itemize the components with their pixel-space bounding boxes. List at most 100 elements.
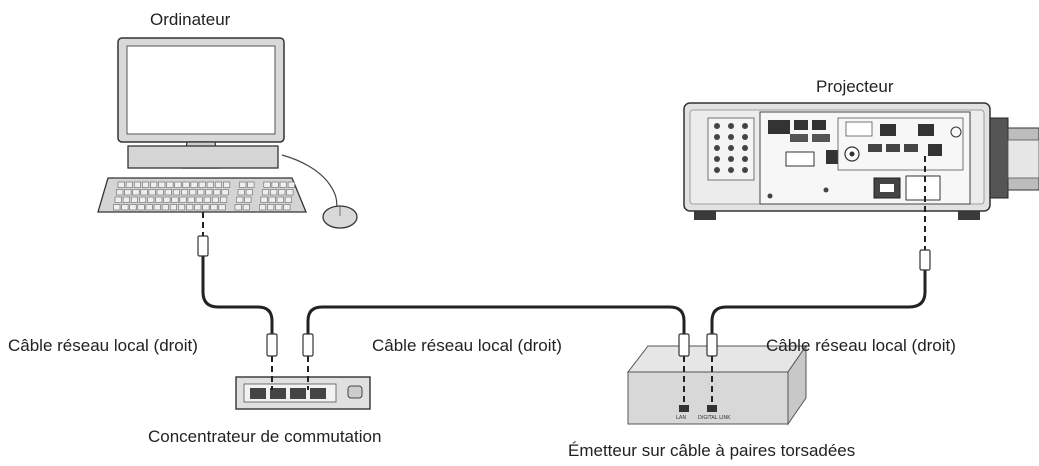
lan-port bbox=[679, 405, 689, 412]
keyboard-key bbox=[147, 196, 155, 203]
keyboard-key bbox=[145, 204, 153, 211]
keyboard-key bbox=[178, 204, 186, 211]
keyboard-key bbox=[139, 196, 147, 203]
keyboard-key bbox=[133, 181, 141, 188]
hub-port bbox=[310, 388, 326, 399]
control-button bbox=[714, 134, 720, 140]
keyboard-key bbox=[220, 196, 228, 203]
keyboard-key bbox=[247, 181, 255, 188]
switching-hub-illustration bbox=[235, 376, 371, 410]
keyboard-key bbox=[263, 181, 271, 188]
keyboard-key bbox=[223, 181, 231, 188]
keyboard-key bbox=[242, 204, 250, 211]
keyboard-key bbox=[244, 196, 252, 203]
control-button bbox=[728, 145, 734, 151]
control-button bbox=[728, 167, 734, 173]
terminal-port bbox=[812, 120, 826, 130]
keyboard-key bbox=[245, 189, 253, 196]
digital-link-port bbox=[707, 405, 717, 412]
rj45-plug bbox=[302, 333, 314, 357]
keyboard-key bbox=[214, 181, 222, 188]
keyboard-key bbox=[117, 181, 125, 188]
keyboard-key bbox=[132, 189, 140, 196]
keyboard-key bbox=[179, 196, 187, 203]
control-button bbox=[714, 123, 720, 129]
keyboard-key bbox=[221, 189, 229, 196]
rj45-plug bbox=[919, 249, 931, 271]
monitor-screen bbox=[126, 45, 276, 135]
keyboard-key bbox=[166, 181, 174, 188]
control-button bbox=[742, 167, 748, 173]
keyboard-key bbox=[271, 181, 279, 188]
keyboard-key bbox=[261, 189, 270, 196]
rj45-plug bbox=[706, 333, 718, 357]
terminal-port bbox=[904, 144, 918, 152]
keyboard-key bbox=[206, 181, 214, 188]
keyboard-key bbox=[210, 204, 218, 211]
mouse-cable bbox=[281, 154, 339, 211]
terminal-port bbox=[880, 124, 896, 136]
control-button bbox=[742, 123, 748, 129]
keyboard-key bbox=[279, 181, 287, 188]
control-button bbox=[742, 134, 748, 140]
keyboard-key bbox=[236, 196, 244, 203]
control-button bbox=[714, 156, 720, 162]
digital-link-port bbox=[928, 144, 942, 156]
keyboard-key bbox=[267, 204, 275, 211]
keyboard-key bbox=[239, 181, 247, 188]
projector-foot bbox=[958, 210, 980, 220]
keyboard-key bbox=[202, 204, 210, 211]
control-button bbox=[714, 145, 720, 151]
keyboard-key bbox=[195, 196, 203, 203]
keyboard-key bbox=[174, 181, 182, 188]
keyboard-key bbox=[148, 189, 156, 196]
keyboard-key bbox=[268, 196, 276, 203]
keyboard-key bbox=[150, 181, 158, 188]
keyboard-key bbox=[186, 204, 194, 211]
keyboard-key bbox=[140, 189, 148, 196]
keyboard-key bbox=[234, 204, 242, 211]
keyboard-key bbox=[163, 196, 171, 203]
keyboard-key bbox=[161, 204, 169, 211]
terminal-port bbox=[794, 120, 808, 130]
transmitter-body bbox=[627, 371, 789, 425]
keyboard-key bbox=[153, 204, 161, 211]
terminal-port bbox=[826, 150, 838, 164]
transmitter-label: Émetteur sur câble à paires torsadées bbox=[568, 441, 856, 460]
hub-port bbox=[270, 388, 286, 399]
keyboard-key bbox=[122, 196, 130, 203]
keyboard-key bbox=[125, 181, 133, 188]
keyboard-key bbox=[237, 189, 245, 196]
terminal-port bbox=[886, 144, 900, 152]
rj45-connectors bbox=[197, 235, 931, 357]
keyboard-key bbox=[260, 196, 268, 203]
keyboard-key bbox=[270, 189, 278, 196]
keyboard-key bbox=[189, 189, 197, 196]
keyboard-key bbox=[129, 204, 137, 211]
cable-computer-to-hub bbox=[201, 255, 274, 334]
cable-hub-to-transmitter bbox=[306, 305, 686, 334]
computer-base bbox=[127, 145, 279, 169]
control-button bbox=[728, 123, 734, 129]
cable-transmitter-to-projector bbox=[710, 270, 927, 334]
keyboard-key bbox=[169, 204, 177, 211]
keyboard-key bbox=[276, 196, 284, 203]
terminal-port bbox=[790, 134, 808, 142]
control-button bbox=[728, 134, 734, 140]
keyboard-key bbox=[211, 196, 219, 203]
terminal-port bbox=[868, 144, 882, 152]
keyboard-key bbox=[124, 189, 132, 196]
computer-illustration bbox=[97, 37, 358, 229]
keyboard-key bbox=[278, 189, 286, 196]
digital-link-port-label: DIGITAL LINK bbox=[698, 415, 731, 421]
keyboard-key bbox=[158, 181, 166, 188]
keyboard-key bbox=[171, 196, 179, 203]
cable-label-middle: Câble réseau local (droit) bbox=[372, 336, 562, 355]
hub-port bbox=[290, 388, 306, 399]
hub-label: Concentrateur de commutation bbox=[148, 427, 382, 446]
keyboard-key bbox=[182, 181, 190, 188]
keyboard-key bbox=[114, 196, 122, 203]
computer-label: Ordinateur bbox=[150, 10, 231, 29]
terminal-port bbox=[768, 120, 790, 134]
keyboard-key bbox=[218, 204, 226, 211]
